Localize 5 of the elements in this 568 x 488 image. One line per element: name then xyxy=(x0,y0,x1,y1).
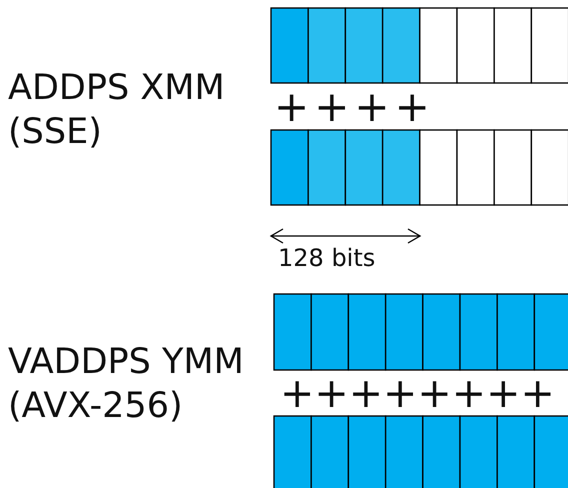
plus-signs: ++++ xyxy=(274,84,435,130)
instruction-label: ADDPS XMM (SSE) xyxy=(8,67,226,154)
plus-signs: ++++++++ xyxy=(280,370,555,416)
dimension-label: 128 bits xyxy=(278,243,376,274)
instruction-label: VADDPS YMM (AVX-256) xyxy=(8,341,245,428)
